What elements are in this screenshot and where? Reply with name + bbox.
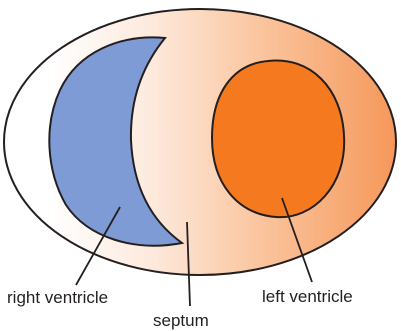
right-ventricle-label: right ventricle	[7, 288, 108, 307]
left-ventricle-shape	[212, 60, 344, 217]
left-ventricle-label: left ventricle	[262, 287, 353, 306]
septum-label: septum	[153, 311, 209, 330]
